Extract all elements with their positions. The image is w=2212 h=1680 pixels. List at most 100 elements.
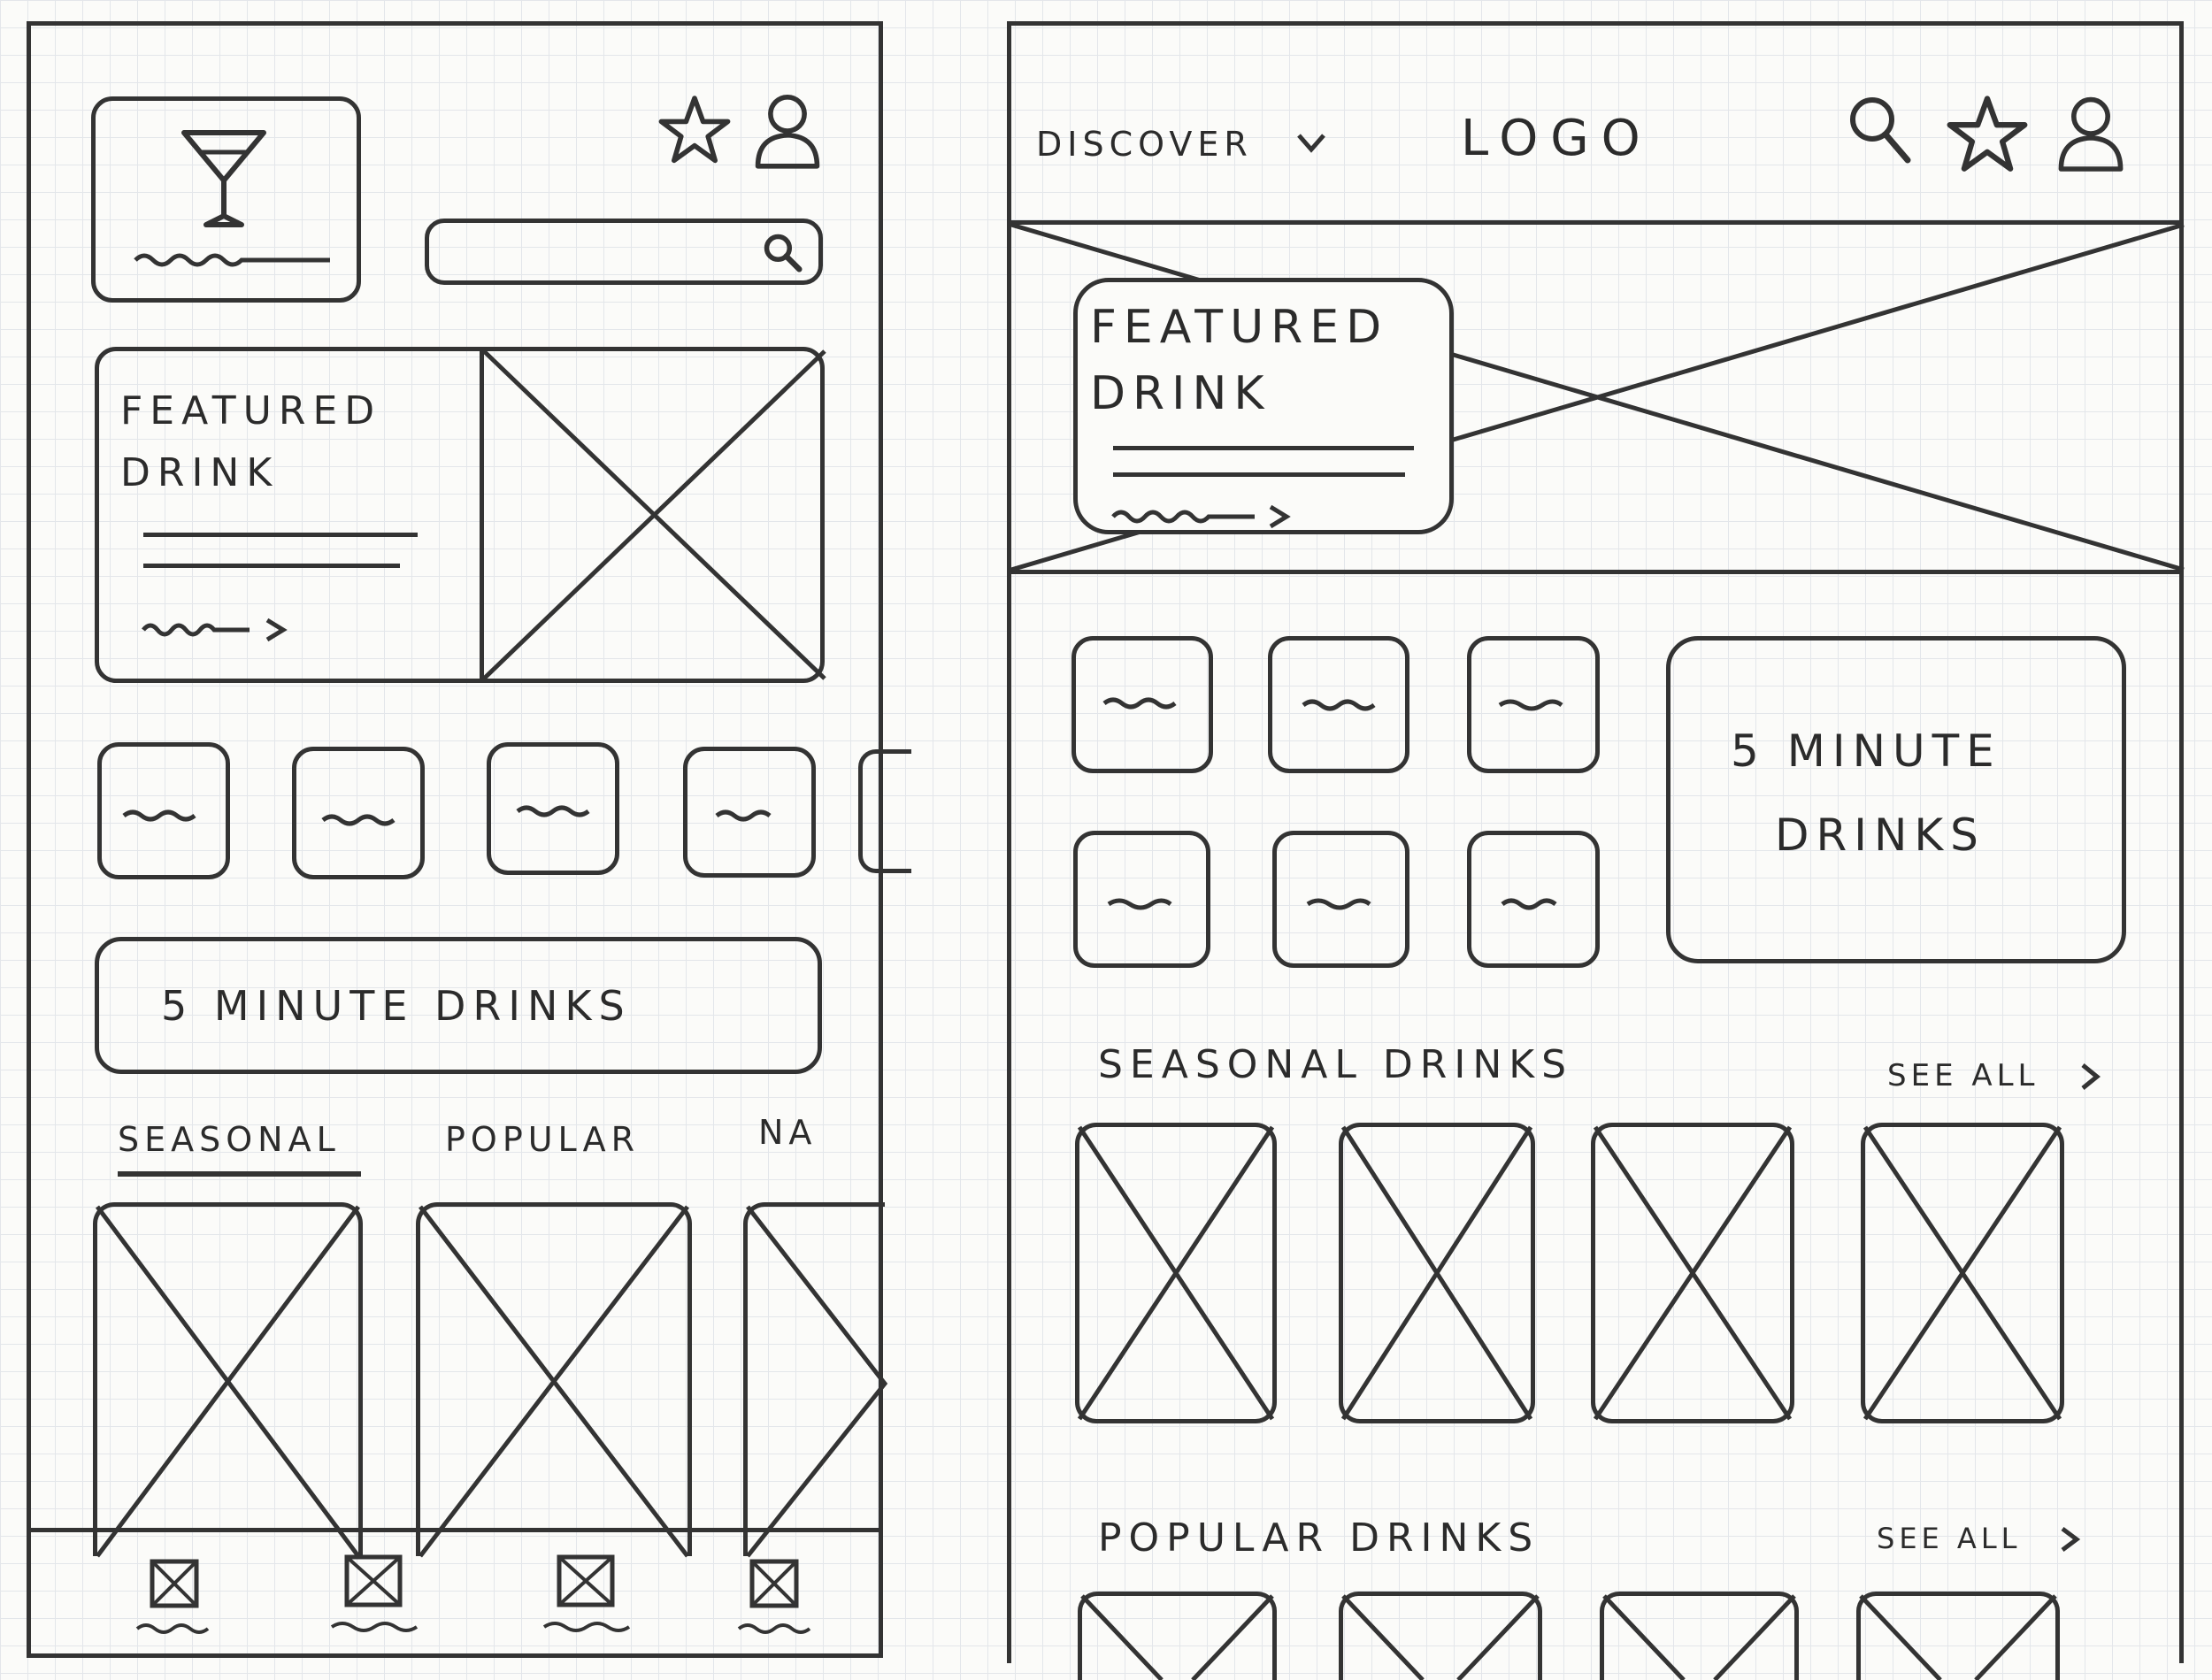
tab-seasonal-underline — [118, 1171, 361, 1177]
user-icon[interactable] — [2055, 95, 2126, 173]
seasonal-see-all-link[interactable]: SEE ALL — [1887, 1058, 2039, 1093]
cocktail-glass-icon — [180, 126, 268, 232]
bottom-nav-item[interactable] — [330, 1554, 420, 1643]
category-chip[interactable] — [1073, 831, 1210, 968]
quick-drinks-card[interactable]: 5 MINUTE DRINKS — [1666, 636, 2126, 963]
chevron-down-icon[interactable] — [1296, 132, 1326, 153]
featured-drink-card[interactable]: FEATURED DRINK — [1073, 278, 1454, 534]
tab-seasonal[interactable]: SEASONAL — [118, 1120, 341, 1159]
tab-na[interactable]: NA — [758, 1113, 818, 1152]
popular-see-all-link[interactable]: SEE ALL — [1877, 1522, 2022, 1555]
category-chip[interactable] — [292, 747, 425, 879]
nav-icon-placeholder — [557, 1554, 615, 1607]
bottom-nav-item[interactable] — [737, 1559, 827, 1647]
drink-card[interactable] — [743, 1202, 888, 1558]
drink-image-placeholder — [1341, 1594, 1540, 1680]
chevron-right-icon[interactable] — [2080, 1062, 2101, 1091]
chip-label-squiggle — [1498, 699, 1563, 711]
featured-title-line1: FEATURED — [120, 388, 382, 433]
chip-label-squiggle — [1302, 699, 1376, 711]
category-chip[interactable] — [858, 749, 911, 873]
drink-image-placeholder — [1602, 1594, 1796, 1680]
bottom-nav-item[interactable] — [135, 1559, 217, 1647]
featured-title-line2: DRINK — [1090, 367, 1271, 420]
quick-drinks-line2: DRINKS — [1775, 809, 1985, 861]
drink-image-placeholder — [1080, 1594, 1274, 1680]
chip-label-squiggle — [715, 809, 772, 822]
drink-image-placeholder — [1859, 1594, 2057, 1680]
category-chip[interactable] — [97, 742, 230, 879]
drink-image-placeholder — [746, 1205, 888, 1558]
featured-title-line1: FEATURED — [1090, 301, 1389, 354]
popular-section-title: POPULAR DRINKS — [1098, 1515, 1540, 1561]
featured-divider — [480, 351, 484, 679]
star-icon[interactable] — [1947, 95, 2028, 174]
star-icon[interactable] — [658, 95, 731, 165]
chip-label-squiggle — [516, 805, 590, 817]
featured-text-line — [143, 533, 418, 537]
search-icon[interactable] — [1847, 95, 1911, 164]
chip-label-squiggle — [1102, 697, 1177, 710]
hero-banner: FEATURED DRINK — [1010, 220, 2185, 574]
category-chip[interactable] — [1467, 636, 1600, 773]
drink-card[interactable] — [1591, 1123, 1794, 1423]
logo-caption-squiggle — [134, 253, 330, 267]
tab-popular[interactable]: POPULAR — [445, 1120, 640, 1159]
nav-icon-placeholder — [344, 1554, 403, 1607]
bottom-nav — [31, 1528, 879, 1653]
brand-logo-text[interactable]: LOGO — [1461, 110, 1653, 167]
nav-label-squiggle — [330, 1622, 419, 1632]
category-chip[interactable] — [1071, 636, 1213, 773]
drink-image-placeholder — [419, 1205, 689, 1558]
nav-icon-placeholder — [150, 1559, 199, 1608]
featured-link-squiggle — [142, 618, 288, 642]
drink-image-placeholder — [95, 1205, 361, 1558]
bottom-nav-item[interactable] — [542, 1554, 633, 1643]
drink-image-placeholder — [1340, 1125, 1533, 1421]
featured-drink-card[interactable]: FEATURED DRINK — [95, 347, 826, 683]
drink-card[interactable] — [1600, 1592, 1799, 1680]
desktop-screen: DISCOVER LOGO FEATURED DRINK — [1007, 21, 2185, 1680]
quick-drinks-line1: 5 MINUTE — [1731, 725, 2001, 777]
nav-icon-placeholder — [749, 1559, 799, 1608]
nav-label-squiggle — [542, 1622, 631, 1632]
quick-drinks-banner[interactable]: 5 MINUTE DRINKS — [95, 937, 822, 1074]
featured-image-placeholder — [482, 349, 826, 680]
nav-label-squiggle — [737, 1623, 811, 1634]
featured-link-squiggle — [1111, 504, 1291, 529]
mobile-logo-card[interactable] — [91, 96, 361, 303]
featured-text-line — [1113, 446, 1414, 450]
category-chip[interactable] — [487, 742, 619, 875]
chip-label-squiggle — [122, 809, 196, 822]
category-chip[interactable] — [683, 747, 816, 878]
featured-title-line2: DRINK — [120, 450, 280, 495]
drink-card[interactable] — [1339, 1123, 1535, 1423]
drink-card[interactable] — [1856, 1592, 2060, 1680]
drink-card[interactable] — [1861, 1123, 2064, 1423]
search-icon[interactable] — [762, 232, 803, 272]
user-icon[interactable] — [752, 93, 823, 169]
nav-label-squiggle — [135, 1623, 210, 1634]
discover-menu[interactable]: DISCOVER — [1036, 125, 1253, 164]
drink-card[interactable] — [1339, 1592, 1542, 1680]
chip-label-squiggle — [1107, 898, 1172, 910]
chip-label-squiggle — [321, 814, 396, 826]
category-chip[interactable] — [1268, 636, 1409, 773]
drink-image-placeholder — [1863, 1125, 2062, 1421]
drink-image-placeholder — [1077, 1125, 1275, 1421]
drink-card[interactable] — [416, 1202, 692, 1558]
chip-label-squiggle — [1306, 898, 1371, 910]
drink-card[interactable] — [1078, 1592, 1277, 1680]
category-chip[interactable] — [1272, 831, 1409, 968]
category-chip[interactable] — [1467, 831, 1600, 968]
drink-image-placeholder — [1593, 1125, 1793, 1421]
mobile-screen: FEATURED DRINK 5 MINUTE DRINKS SEASONAL … — [27, 21, 911, 1658]
drink-card[interactable] — [1075, 1123, 1277, 1423]
featured-text-line — [143, 564, 400, 568]
drink-card[interactable] — [93, 1202, 363, 1558]
featured-text-line — [1113, 472, 1405, 477]
search-input[interactable] — [425, 219, 823, 285]
chevron-right-icon[interactable] — [2060, 1526, 2081, 1553]
chip-label-squiggle — [1501, 898, 1557, 910]
seasonal-section-title: SEASONAL DRINKS — [1098, 1042, 1574, 1087]
